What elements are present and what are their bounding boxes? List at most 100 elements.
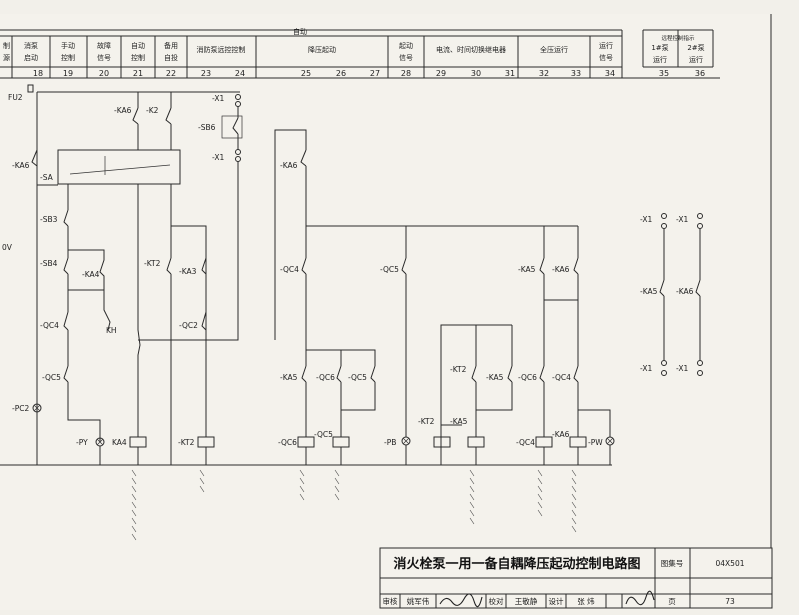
x1-r3-label: -X1: [640, 364, 652, 373]
x1-a-label: -X1: [212, 94, 224, 103]
page-number: 73: [725, 597, 735, 606]
ka5-a-label: -KA5: [280, 373, 298, 382]
col-22-top: 备用: [164, 41, 178, 50]
ka5-r-left-label: -KA5: [518, 265, 536, 274]
wire-number-ticks: [131, 469, 577, 541]
col-30-num: 30: [471, 69, 481, 78]
ka5-b-label: -KA5: [486, 373, 504, 382]
col-32-span: 全压运行: [540, 45, 568, 54]
col-29-span: 电流、时间切换继电器: [436, 45, 506, 54]
ka5-r-label: -KA5: [640, 287, 658, 296]
col-19-num: 19: [63, 69, 73, 78]
col-21-num: 21: [133, 69, 143, 78]
diagram-title: 消火栓泵一用一备自耦降压起动控制电路图: [393, 556, 640, 572]
paper: [0, 14, 772, 610]
review-label: 审核: [383, 596, 398, 606]
col-27-num: 27: [370, 69, 380, 78]
qc2-label: -QC2: [179, 321, 198, 330]
pc2-label: -PC2: [12, 404, 29, 413]
col-20-bottom: 信号: [97, 53, 111, 62]
col-20-top: 故障: [97, 41, 111, 50]
ka6-r-label: -KA6: [676, 287, 694, 296]
ka6-a-label: -KA6: [114, 106, 132, 115]
col-31-num: 31: [505, 69, 515, 78]
col-24-num: 24: [235, 69, 245, 78]
column-25-27-circuit: -KA6 -QC4 -KA5 -QC6 -QC5 -QC6 -QC5: [274, 129, 376, 465]
col-33-num: 33: [571, 69, 581, 78]
col-17-bottom: 源: [3, 53, 10, 62]
kt2-c-label: -KT2: [418, 417, 435, 426]
design-label: 设计: [549, 596, 564, 606]
col-28-num: 28: [401, 69, 411, 78]
pw-label: -PW: [588, 438, 603, 447]
atlas-number: 04X501: [716, 559, 745, 568]
header-group-label: 自动: [293, 27, 307, 36]
col-22-num: 22: [166, 69, 176, 78]
x1-r1-label: -X1: [640, 215, 652, 224]
column-21-22-circuit: -KA6 -K2 -KT2 -KA3 -QC2 -KT2: [114, 92, 215, 465]
x1-b-label: -X1: [212, 153, 224, 162]
sb6-label: -SB6: [198, 123, 216, 132]
ka4-coil-label: KA4: [112, 438, 127, 447]
ka4-a-label: -KA4: [82, 270, 100, 279]
col-28-bottom: 信号: [399, 53, 413, 62]
col-35-top: 1#泵: [651, 44, 668, 52]
col-36-top: 2#泵: [687, 44, 704, 52]
qc6-a-label: -QC6: [316, 373, 335, 382]
remote-indication-circuit: -X1 -X1 -KA5 -KA6 -X1 -X1: [640, 213, 703, 376]
signature-scribbles: [439, 590, 655, 608]
ka3-label: -KA3: [179, 267, 197, 276]
title-block: [379, 547, 773, 609]
column-23-24-circuit: -X1 -SB6 -X1: [138, 94, 243, 341]
kt2-a-label: -KT2: [144, 259, 161, 268]
col-21-top: 自动: [131, 41, 145, 50]
fu2-label: FU2: [8, 93, 23, 102]
col-18-num: 18: [33, 69, 43, 78]
col-36-bottom: 运行: [689, 55, 703, 64]
qc6-coil-label: -QC6: [278, 438, 297, 447]
sa-label: -SA: [40, 173, 54, 182]
qc5-coil-label: -QC5: [314, 430, 333, 439]
col-18-top: 消泵: [24, 41, 38, 50]
header-table: [0, 29, 720, 79]
header-cells: 制 源 消泵 启动 18 手动 控制 19 故障 信号 20 自动 控制 21 …: [3, 41, 705, 78]
page-label: 页: [668, 597, 676, 606]
kt2-b-label: -KT2: [450, 365, 467, 374]
qc5-a-label: -QC5: [42, 373, 61, 382]
col-36-num: 36: [695, 69, 705, 78]
ka6-c-label: -KA6: [552, 265, 570, 274]
ka6-left-label: -KA6: [12, 161, 30, 170]
sb3-label: -SB3: [40, 215, 58, 224]
qc6-b-label: -QC6: [518, 373, 537, 382]
ka6-coil-label: -KA6: [552, 430, 570, 439]
col-25-span: 降压起动: [308, 45, 336, 54]
sb4-label: -SB4: [40, 259, 58, 268]
voltage-label: 0V: [2, 243, 13, 252]
review-name: 姚军伟: [407, 596, 430, 606]
x1-r4-label: -X1: [676, 364, 688, 373]
check-label: 校对: [489, 596, 504, 606]
col-34-top: 运行: [599, 41, 613, 50]
col-18-bottom: 启动: [24, 53, 38, 62]
col-20-num: 20: [99, 69, 109, 78]
x1-r2-label: -X1: [676, 215, 688, 224]
col-21-bottom: 控制: [131, 53, 145, 62]
col-17-top: 制: [3, 41, 10, 50]
kt2-coil-label: -KT2: [178, 438, 195, 447]
col-29-num: 29: [436, 69, 446, 78]
check-name: 王敬静: [515, 596, 538, 606]
col-35-bottom: 运行: [653, 55, 667, 64]
header-select-group: 远程控制指示: [661, 34, 695, 42]
col-34-num: 34: [605, 69, 615, 78]
ka5-c-label: -KA5: [450, 417, 468, 426]
col-23-span: 消防泵远控控制: [197, 45, 246, 54]
qc4-b-label: -QC4: [280, 265, 299, 274]
py-label: -PY: [76, 438, 88, 447]
col-35-num: 35: [659, 69, 669, 78]
column-18-circuit: FU2 -KA6 -SA -SB3 -SB4 -KA4 -QC4 KH -QC5…: [8, 84, 181, 465]
qc4-coil-label: -QC4: [516, 438, 535, 447]
col-19-top: 手动: [61, 41, 75, 50]
col-34-bottom: 信号: [599, 53, 613, 62]
pb-label: -PB: [384, 438, 396, 447]
